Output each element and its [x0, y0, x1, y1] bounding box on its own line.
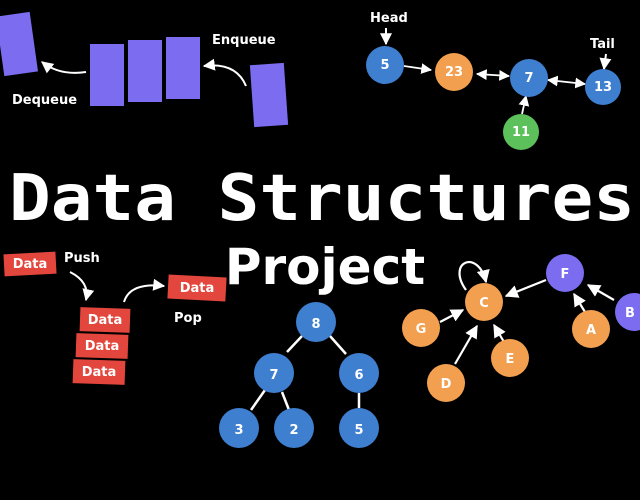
queue-diagram: Dequeue Enqueue — [0, 11, 289, 128]
tree-edge — [286, 335, 303, 353]
tree-node: 7 — [254, 353, 294, 393]
list-node: 11 — [503, 114, 539, 150]
list-node: 13 — [585, 69, 621, 105]
graph-node: F — [546, 254, 584, 292]
list-node-label: 7 — [524, 71, 533, 86]
link-7-13 — [546, 75, 587, 89]
stack-item: Data — [72, 359, 126, 385]
graph-edge-b-f — [586, 284, 615, 301]
tree-node-label: 2 — [289, 423, 298, 438]
queue-enqueued-block — [249, 62, 289, 128]
stack-item-label: Data — [180, 281, 215, 296]
graph-node: A — [572, 310, 610, 348]
tree-diagram: 8 7 6 3 2 5 — [219, 302, 379, 448]
tree-node-label: 5 — [354, 423, 363, 438]
tree-edge — [329, 335, 347, 355]
graph-edge-a-f — [573, 292, 586, 313]
push-label: Push — [64, 251, 100, 266]
dequeue-arrow — [41, 61, 87, 74]
list-node-label: 13 — [594, 80, 612, 95]
stack-item-label: Data — [13, 257, 48, 272]
push-arrow — [69, 271, 95, 302]
graph-edge-d-c — [454, 324, 478, 365]
list-node: 7 — [510, 59, 548, 97]
graph-node: D — [427, 364, 465, 402]
linked-list-diagram: Head Tail 5 23 7 13 11 — [366, 11, 621, 150]
list-node-label: 23 — [445, 65, 463, 80]
list-node-label: 11 — [512, 125, 530, 140]
graph-edge-g-c — [439, 309, 465, 323]
tree-node: 5 — [339, 408, 379, 448]
stack-item: Data — [75, 333, 129, 359]
link-5-23 — [403, 63, 433, 74]
pop-arrow — [123, 278, 166, 303]
graph-self-loop — [458, 261, 490, 291]
enqueue-label: Enqueue — [212, 33, 276, 48]
head-label: Head — [370, 11, 408, 26]
tree-node-label: 8 — [311, 317, 320, 332]
graph-node-label: G — [416, 322, 427, 337]
tree-node: 6 — [339, 353, 379, 393]
graph-node-label: B — [625, 306, 635, 321]
stack-pop-item: Data — [167, 274, 227, 302]
graph-edge-f-c — [504, 278, 547, 298]
pop-label: Pop — [174, 311, 202, 326]
queue-dequeued-block — [0, 11, 39, 77]
list-node-label: 5 — [380, 58, 389, 73]
tree-edge — [249, 389, 267, 411]
enqueue-arrow — [202, 58, 247, 87]
queue-block — [166, 37, 200, 99]
graph-node: B — [615, 293, 640, 331]
graph-node-label: D — [441, 377, 452, 392]
dequeue-label: Dequeue — [12, 93, 77, 108]
graph-node: E — [491, 339, 529, 377]
stack-item: Data — [79, 307, 131, 333]
graph-diagram: F B C G A E D — [402, 254, 640, 402]
stack-diagram: Data Push Data Pop Data Data Data — [3, 251, 227, 385]
graph-node-label: F — [561, 267, 570, 282]
tree-edge — [280, 391, 291, 411]
tree-node-label: 6 — [354, 368, 363, 383]
page-subtitle: Project — [225, 238, 425, 296]
list-node: 5 — [366, 46, 404, 84]
tree-node: 3 — [219, 408, 259, 448]
graph-node-label: A — [586, 323, 596, 338]
graph-edge-e-c — [493, 323, 506, 343]
tree-node: 8 — [296, 302, 336, 342]
link-23-7 — [475, 69, 511, 81]
queue-block — [128, 40, 162, 102]
list-node: 23 — [435, 53, 473, 91]
queue-block — [90, 44, 124, 106]
graph-node-label: E — [506, 352, 515, 367]
tree-node-label: 7 — [269, 368, 278, 383]
stack-item-label: Data — [82, 365, 117, 380]
graph-node-label: C — [479, 296, 489, 311]
link-11-7 — [518, 94, 530, 115]
stack-item-label: Data — [85, 339, 120, 354]
tail-label: Tail — [590, 37, 615, 52]
graph-node: C — [465, 283, 503, 321]
tree-node: 2 — [274, 408, 314, 448]
stack-push-item: Data — [3, 251, 57, 277]
tree-node-label: 3 — [234, 423, 243, 438]
tail-pointer-arrow — [599, 53, 612, 71]
graph-node: G — [402, 309, 440, 347]
stack-item-label: Data — [88, 313, 123, 328]
page-title: Data Structures — [9, 162, 635, 236]
